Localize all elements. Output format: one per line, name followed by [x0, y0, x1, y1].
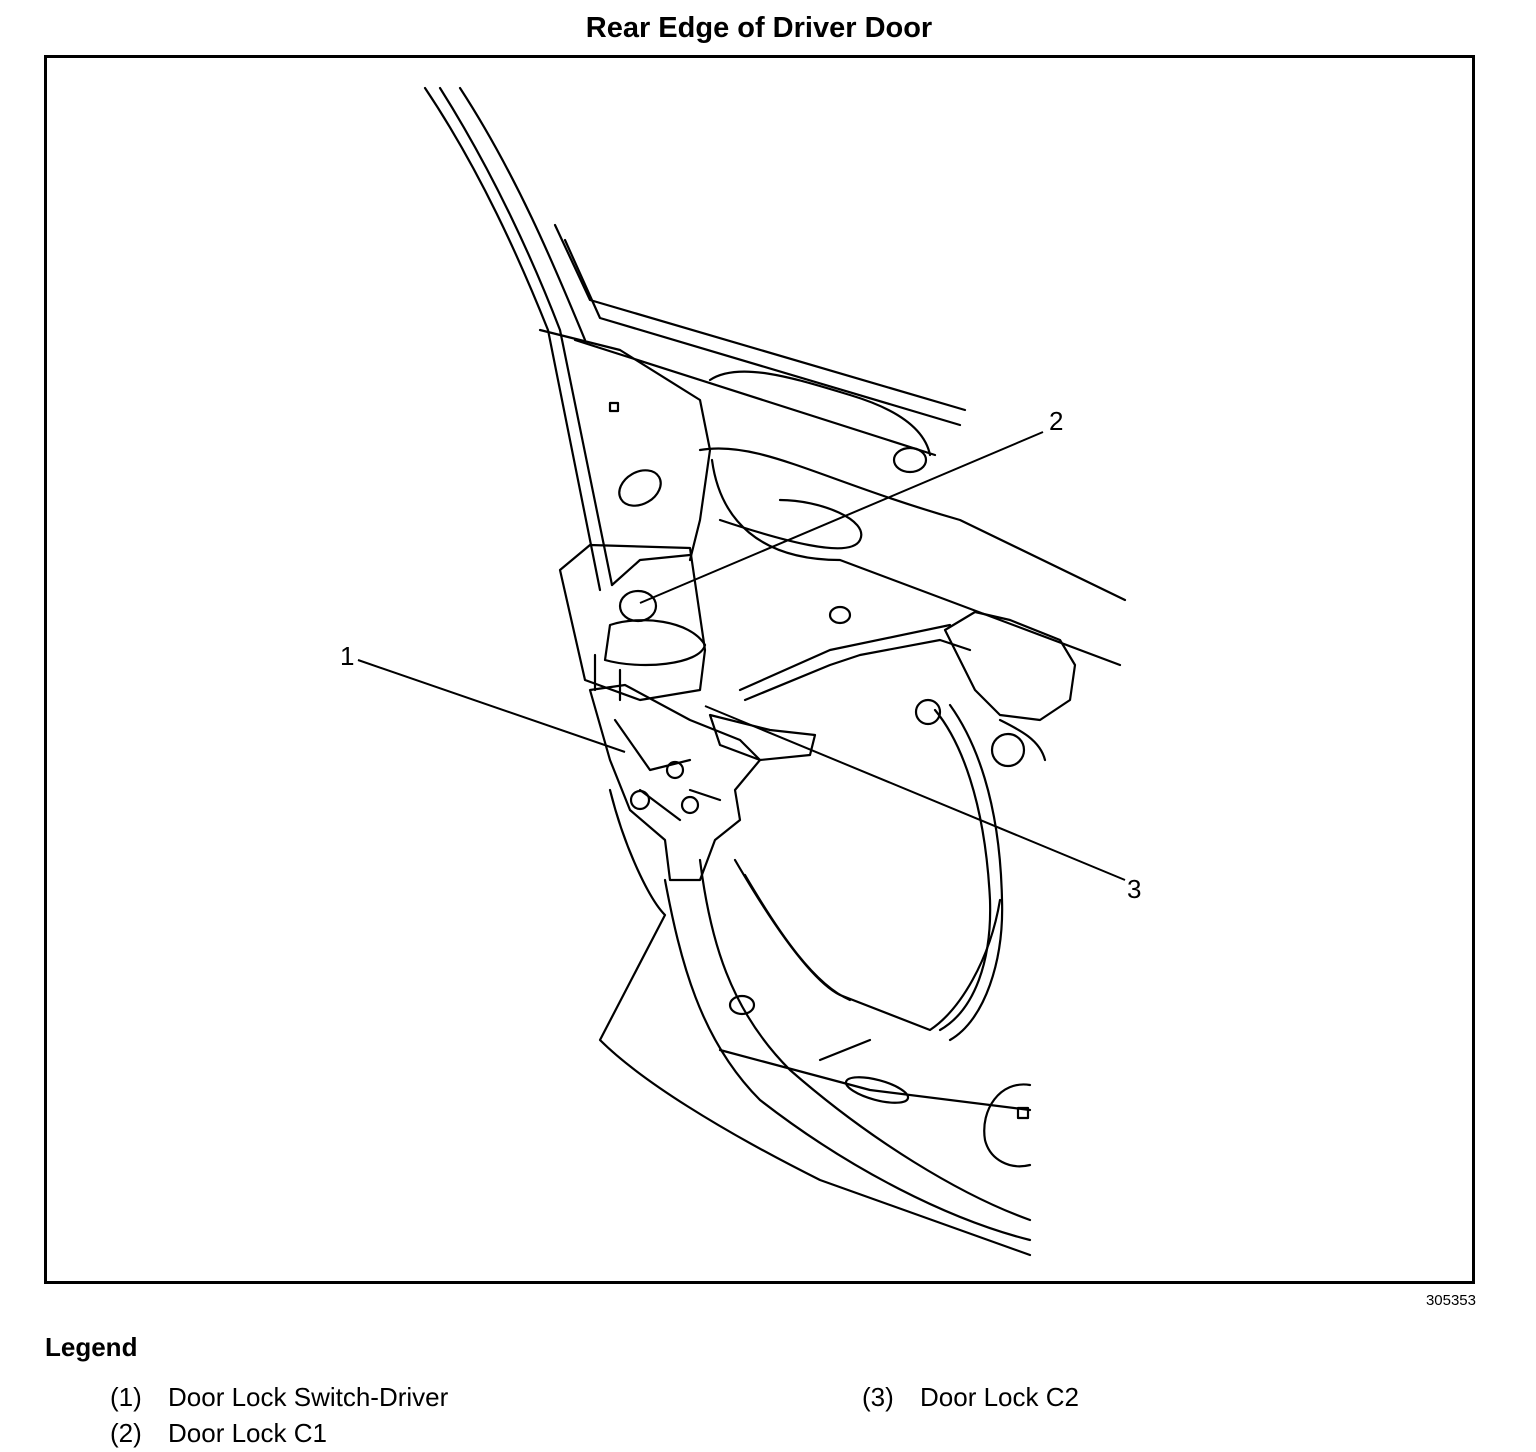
leader-line-3 [704, 705, 1126, 881]
panel-inner-curve [710, 458, 1122, 667]
handle-knob [914, 698, 942, 726]
legend-item-3: (3) Door Lock C2 [862, 1380, 1079, 1414]
door-shell-inner [663, 878, 1032, 1242]
callout-1: 1 [340, 641, 354, 671]
door-shell-inner-2 [698, 858, 1032, 1222]
window-frame-outer [423, 86, 602, 592]
actuator-cylinder [603, 619, 707, 667]
window-sill-top [553, 223, 967, 412]
legend-item-2: (2) Door Lock C1 [110, 1416, 327, 1450]
door-illustration: 1 2 3 [340, 86, 1141, 1257]
wire-harness [743, 638, 972, 702]
legend-number: (1) [110, 1382, 142, 1412]
legend-heading: Legend [45, 1332, 138, 1362]
callout-3: 3 [1127, 874, 1141, 904]
panel-hole [618, 469, 662, 507]
handle-rod [998, 718, 1047, 762]
window-belt [573, 338, 937, 457]
lower-hole [728, 994, 756, 1016]
door-lower-opening [733, 858, 1002, 1032]
lower-hole [844, 1076, 910, 1104]
actuator-body [558, 543, 707, 702]
callout-2: 2 [1049, 406, 1063, 436]
speaker-bracket [708, 370, 932, 457]
figure-id: 305353 [1425, 1292, 1476, 1309]
door-shell-left [598, 788, 1032, 1257]
illustration-frame [44, 55, 1475, 1284]
window-sill-bottom [563, 238, 962, 427]
panel-cutout [718, 498, 863, 550]
legend-label: Door Lock Switch-Driver [168, 1382, 449, 1412]
leader-line-2 [639, 431, 1044, 604]
latch-bolt [680, 795, 700, 815]
harness-route-2 [948, 703, 1004, 1042]
legend-number: (2) [110, 1418, 142, 1448]
legend-label: Door Lock C2 [920, 1382, 1079, 1412]
legend-item-1: (1) Door Lock Switch-Driver [110, 1380, 448, 1414]
harness-route [933, 708, 992, 1032]
connector-c2 [708, 713, 817, 762]
lower-dash [818, 1038, 872, 1062]
connector-c1-socket [618, 589, 658, 623]
handle-mechanism [943, 610, 1077, 722]
window-frame-inner [438, 86, 614, 587]
diagram-title: Rear Edge of Driver Door [585, 12, 933, 44]
latch-assembly [588, 683, 762, 882]
handle-knob [990, 732, 1026, 768]
legend-number: (3) [862, 1382, 894, 1412]
leader-line-1 [357, 659, 626, 753]
latch-bolt [629, 789, 651, 811]
door-lower-opening-inner [743, 873, 852, 1002]
panel-slot [608, 401, 620, 413]
panel-hole [828, 605, 852, 625]
wire-harness-2 [738, 623, 952, 692]
door-panel-outline [538, 328, 712, 562]
panel-hole [892, 446, 928, 474]
lower-round-feature [983, 1083, 1032, 1168]
window-frame-edge [458, 86, 587, 342]
actuator-top [610, 553, 692, 587]
door-bottom-edge [718, 1048, 1032, 1112]
legend-label: Door Lock C1 [168, 1418, 327, 1448]
lower-slot [1016, 1106, 1030, 1120]
latch-bolt [665, 760, 685, 780]
panel-upper-edge [698, 447, 1127, 602]
